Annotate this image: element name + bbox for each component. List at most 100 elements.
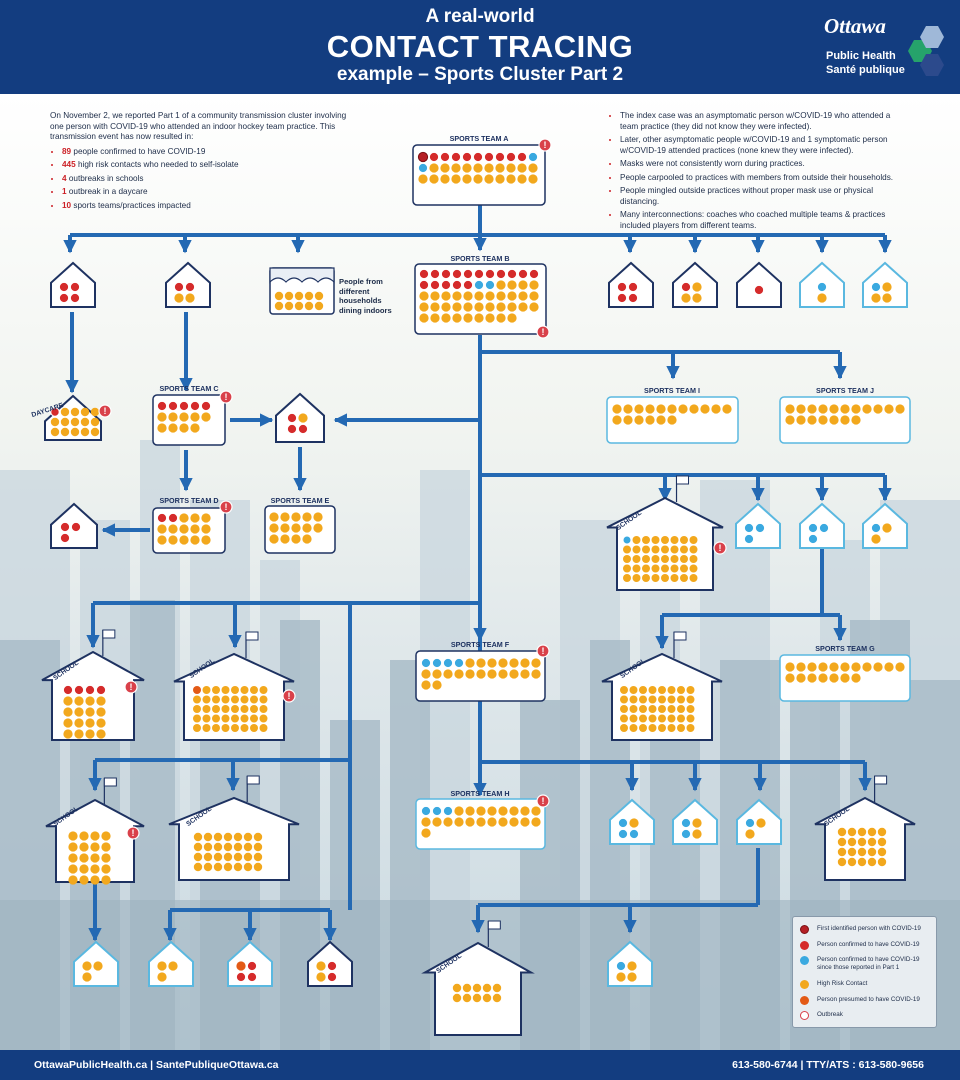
person-dot [507, 302, 517, 312]
fact-item: Masks were not consistently worn during … [620, 159, 908, 170]
person-dot [722, 404, 732, 414]
person-dot [439, 151, 451, 163]
person-dot [259, 695, 268, 704]
person-dot [686, 714, 695, 723]
person-dot [200, 400, 212, 412]
person-dot [50, 427, 60, 437]
person-dot [529, 302, 539, 312]
person-dot [658, 705, 666, 713]
person-dot [212, 724, 220, 732]
flag-icon [246, 775, 260, 785]
person-dot [90, 853, 100, 863]
legend-label: Person confirmed to have COVID-19 since … [817, 956, 920, 971]
intro-panel: On November 2, we reported Part 1 of a c… [50, 111, 360, 214]
awning-icon [269, 267, 335, 284]
node-label: SPORTS TEAM H [450, 789, 509, 798]
person-dot [632, 564, 641, 573]
person-dot [711, 404, 721, 414]
person-dot [517, 268, 529, 280]
person-dot [520, 669, 530, 679]
person-dot [461, 151, 473, 163]
person-dot [462, 174, 472, 184]
person-dot [689, 404, 699, 414]
person-dot [274, 291, 284, 301]
person-dot [50, 417, 60, 427]
person-dot [628, 828, 640, 840]
person-dot [692, 282, 702, 292]
person-dot [156, 512, 168, 524]
person-dot [476, 658, 486, 668]
person-dot [450, 151, 462, 163]
stat-label: sports teams/practices impacted [73, 200, 191, 210]
person-dot [667, 695, 676, 704]
person-dot [221, 695, 230, 704]
person-dot [472, 993, 482, 1003]
person-dot [744, 817, 756, 829]
person-dot [627, 292, 639, 304]
person-dot [639, 714, 647, 723]
person-dot [517, 163, 527, 173]
person-dot [651, 574, 660, 582]
person-dot [157, 535, 167, 545]
person-dot [796, 404, 806, 414]
person-dot [156, 400, 168, 412]
person-dot [201, 513, 211, 523]
person-dot [862, 662, 872, 672]
person-dot [857, 857, 867, 867]
legend-item: Outbreak [800, 1011, 932, 1020]
person-dot [82, 972, 92, 982]
person-dot [253, 852, 263, 862]
node-label: SPORTS TEAM D [159, 496, 218, 505]
person-dot [429, 268, 441, 280]
person-dot [639, 695, 647, 704]
person-dot [90, 417, 100, 427]
outbreak-mark: ! [130, 682, 133, 692]
person-dot [661, 564, 669, 573]
person-dot [168, 412, 178, 422]
footer-websites: OttawaPublicHealth.ca | SantePubliqueOtt… [34, 1059, 279, 1071]
person-dot [93, 961, 103, 971]
person-dot [620, 714, 628, 723]
person-dot [516, 151, 528, 163]
person-dot [168, 423, 178, 433]
outbreak-mark: ! [288, 691, 291, 701]
legend-item: Person confirmed to have COVID-19 since … [800, 956, 932, 972]
person-dot [743, 533, 755, 545]
person-dot [517, 174, 527, 184]
node-label: SPORTS TEAM E [271, 496, 330, 505]
person-dot [829, 673, 839, 683]
node-label: SPORTS TEAM B [450, 254, 509, 263]
person-dot [441, 313, 451, 323]
person-dot [193, 686, 201, 694]
person-dot [294, 291, 304, 301]
person-dot [484, 279, 496, 291]
logo-line-2: Santé publique [826, 64, 905, 76]
person-dot [485, 291, 495, 301]
person-dot [462, 268, 474, 280]
person-dot [837, 837, 847, 847]
person-dot [69, 281, 81, 293]
person-dot [440, 268, 452, 280]
person-dot [496, 291, 506, 301]
person-dot [629, 714, 638, 723]
person-dot [840, 404, 850, 414]
person-dot [651, 555, 660, 563]
outbreak-icon [219, 390, 233, 404]
outbreak-mark: ! [225, 502, 228, 512]
person-dot [639, 705, 647, 713]
person-dot [50, 407, 60, 417]
person-dot [473, 279, 485, 291]
person-dot [302, 523, 312, 533]
person-dot [629, 686, 638, 694]
person-dot [661, 536, 669, 544]
person-dot [243, 862, 253, 872]
person-dot [680, 817, 692, 829]
person-dot [454, 817, 464, 827]
person-dot [291, 512, 301, 522]
person-dot [63, 707, 73, 717]
person-dot [60, 407, 70, 417]
person-dot [629, 724, 638, 732]
person-dot [658, 695, 666, 704]
person-dot [667, 714, 676, 723]
person-dot [90, 875, 100, 885]
